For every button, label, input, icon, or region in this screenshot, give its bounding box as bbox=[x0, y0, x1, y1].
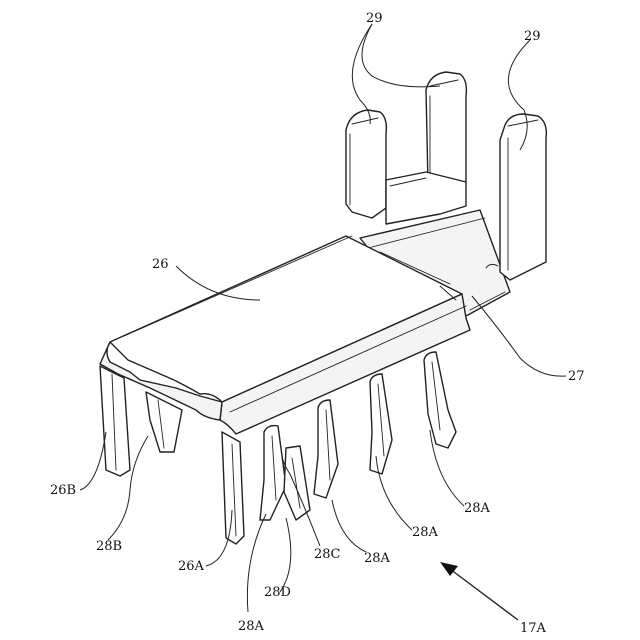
leg-26A bbox=[222, 432, 244, 544]
label-28D: 28D bbox=[264, 585, 291, 600]
leg-28A-4 bbox=[424, 352, 456, 448]
label-29-left: 29 bbox=[366, 11, 383, 26]
label-28A-d: 28A bbox=[412, 525, 439, 540]
leg-28C bbox=[284, 446, 310, 520]
label-17A: 17A bbox=[520, 621, 547, 636]
leg-28A-2 bbox=[314, 400, 338, 498]
leg-28A-1 bbox=[260, 426, 286, 520]
label-28C: 28C bbox=[314, 547, 341, 562]
direction-arrow-17A bbox=[440, 562, 518, 620]
leg-28A-3 bbox=[370, 374, 392, 474]
label-28B: 28B bbox=[96, 539, 122, 554]
label-28A-bottom: 28A bbox=[238, 619, 265, 634]
label-26A: 26A bbox=[178, 559, 205, 574]
label-28A-c: 28A bbox=[364, 551, 391, 566]
leg-26B bbox=[100, 366, 130, 476]
prong-29-left bbox=[346, 110, 386, 218]
label-26B: 26B bbox=[50, 483, 76, 498]
label-26: 26 bbox=[152, 257, 169, 272]
label-27: 27 bbox=[568, 369, 585, 384]
label-28A-e: 28A bbox=[464, 501, 491, 516]
prong-29-middle bbox=[426, 72, 466, 190]
label-29-right: 29 bbox=[524, 29, 541, 44]
